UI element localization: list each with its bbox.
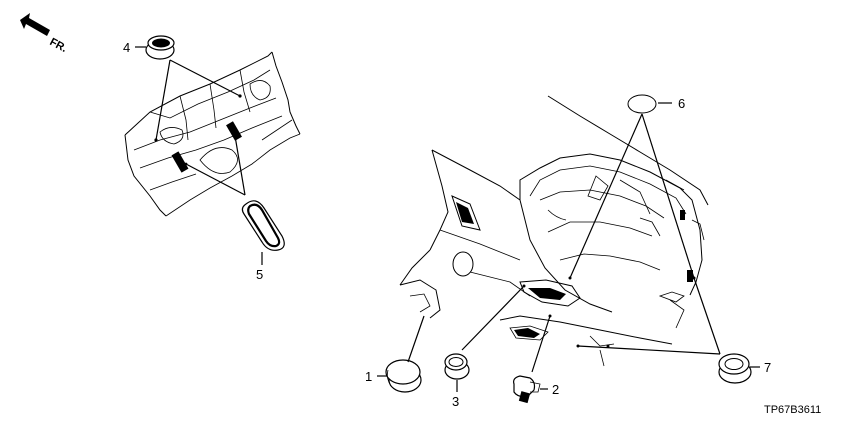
diagram-code: TP67B3611 (764, 404, 821, 416)
front-direction-label: FR. (48, 36, 69, 55)
part-1-grommet (385, 359, 422, 393)
callout-2: 2 (552, 382, 559, 397)
part-7-grommet (718, 353, 752, 384)
part-6-patch (627, 94, 657, 114)
callout-7: 7 (764, 360, 771, 375)
floor-panel-illustration (124, 51, 301, 217)
part-5-oval-seal (241, 200, 285, 251)
callout-6: 6 (678, 96, 685, 111)
callout-3: 3 (452, 394, 459, 409)
rear-body-illustration (399, 95, 709, 367)
part-3-grommet (444, 353, 470, 380)
part-2-clip (513, 375, 541, 404)
front-arrow-icon (20, 13, 50, 36)
callout-4: 4 (123, 40, 130, 55)
part-4-grommet (145, 35, 175, 60)
callout-1: 1 (365, 369, 372, 384)
callout-5: 5 (256, 267, 263, 282)
